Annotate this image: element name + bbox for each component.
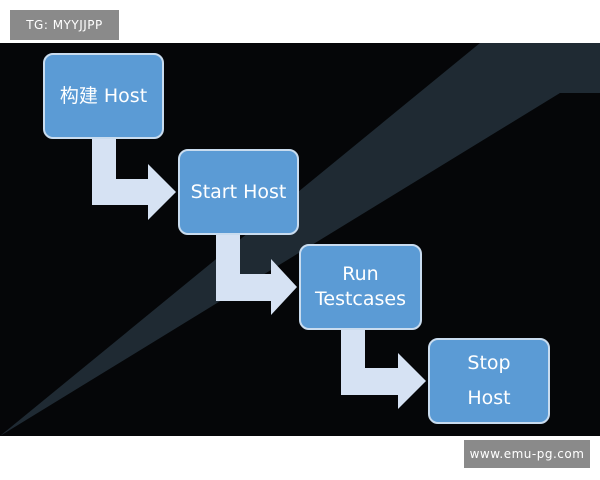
step-stop-host-label-line2: Host <box>467 387 511 410</box>
arrow-step2-to-step3 <box>216 235 297 315</box>
arrow-step3-to-step4 <box>341 330 426 409</box>
step-stop-host: Stop Host <box>428 338 550 424</box>
step-start-host: Start Host <box>178 149 299 235</box>
arrow-step1-to-step2 <box>92 139 176 220</box>
step-build-host: 构建 Host <box>43 53 164 139</box>
watermark-top-left: TG: MYYJJPP <box>10 10 119 40</box>
step-run-testcases: Run Testcases <box>299 244 422 330</box>
step-run-testcases-label-line1: Run <box>342 263 379 286</box>
watermark-top-left-text: TG: MYYJJPP <box>26 18 103 32</box>
flow-arrows <box>92 139 426 409</box>
step-start-host-label: Start Host <box>190 180 287 203</box>
step-run-testcases-label-line2: Testcases <box>315 288 406 310</box>
step-stop-host-label-line1: Stop <box>467 351 511 374</box>
step-build-host-label: 构建 Host <box>59 84 148 107</box>
watermark-bottom-right: www.emu-pg.com <box>464 440 590 468</box>
diagram-canvas: 构建 Host Start Host Run Testcases Stop Ho… <box>0 43 600 436</box>
watermark-bottom-right-text: www.emu-pg.com <box>469 447 585 461</box>
